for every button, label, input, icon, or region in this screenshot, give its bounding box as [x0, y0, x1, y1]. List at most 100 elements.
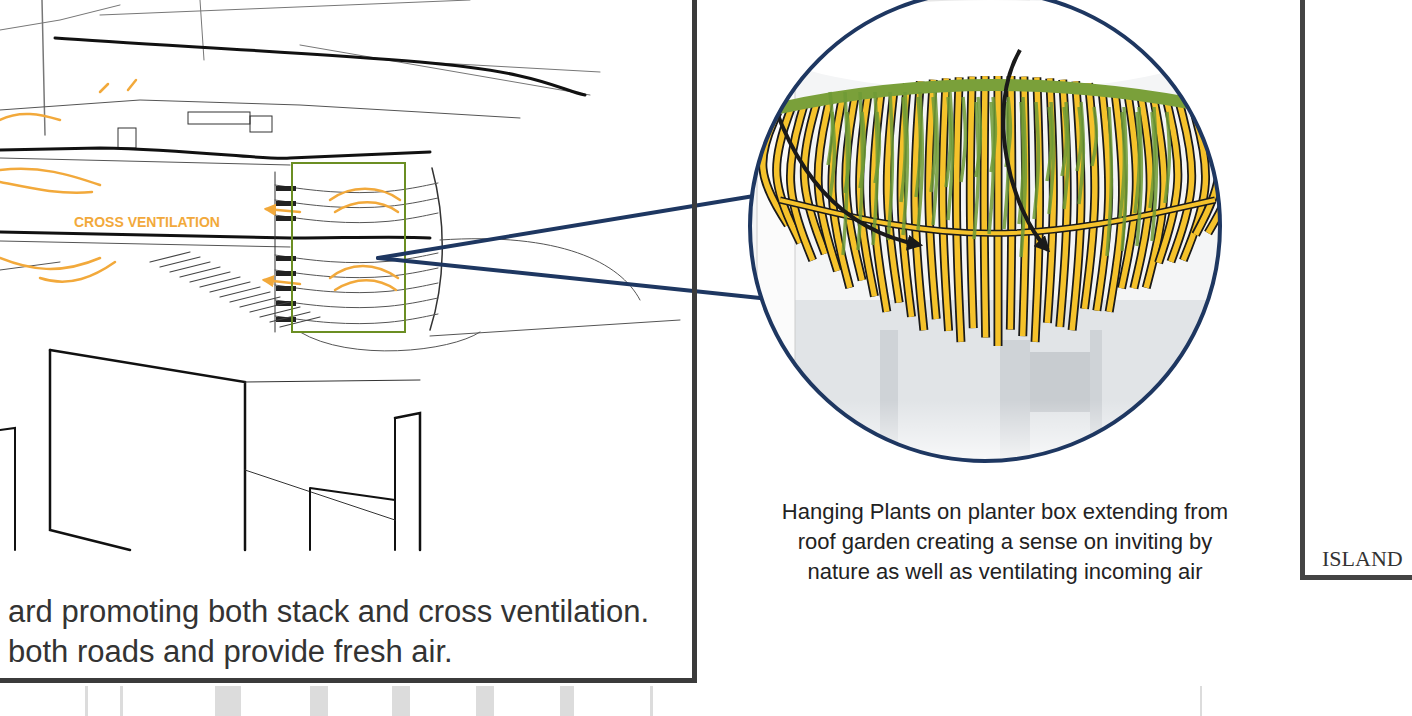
- roof-structure: [118, 128, 136, 148]
- floor-slab: [0, 241, 290, 247]
- rib: [984, 76, 985, 337]
- rib-outline: [1047, 78, 1053, 322]
- vine: [1152, 107, 1156, 241]
- base-block: [0, 428, 15, 550]
- rib: [1072, 81, 1081, 330]
- rib: [915, 81, 924, 330]
- vine: [991, 97, 995, 172]
- airflow: [264, 280, 300, 284]
- section-panel: CROSS VENTILATION ard promoting both stac…: [0, 0, 697, 683]
- vine: [888, 92, 892, 240]
- vine: [1079, 102, 1083, 204]
- section-label: CROSS VENTILATION: [72, 213, 222, 231]
- vine: [1107, 107, 1111, 256]
- airflow: [0, 114, 60, 120]
- fade: [740, 400, 1240, 480]
- canopy-line: [0, 5, 120, 30]
- vine: [1165, 112, 1169, 203]
- plaza-edge: [430, 320, 680, 336]
- rib-outline: [901, 83, 911, 317]
- rib-outline: [915, 81, 924, 330]
- balcony-line: [275, 213, 438, 223]
- airflow: [335, 280, 396, 290]
- airflow: [330, 266, 398, 278]
- vine: [860, 112, 864, 188]
- rib: [1134, 93, 1150, 288]
- stair: [150, 252, 320, 327]
- floor-slab: [0, 232, 430, 238]
- base-block: [50, 350, 245, 550]
- rib-outline: [956, 77, 960, 342]
- strip-bar: [310, 686, 328, 716]
- balcony-line: [275, 183, 438, 193]
- circle-border: [750, 0, 1220, 461]
- balcony-line: [275, 268, 438, 278]
- airflow: [100, 80, 136, 92]
- detail-render: [740, 0, 1240, 480]
- vine: [1049, 102, 1053, 214]
- stair-tread: [280, 317, 320, 327]
- vine: [961, 97, 965, 182]
- strip-bar: [392, 686, 410, 716]
- airflow: [0, 182, 92, 193]
- rib: [1183, 105, 1205, 260]
- rib: [901, 83, 911, 317]
- strip-bar: [476, 686, 494, 716]
- rib: [1097, 85, 1109, 310]
- base-block: [245, 380, 420, 382]
- rib-outline: [1183, 105, 1205, 260]
- airflow: [40, 262, 115, 282]
- vine: [830, 112, 834, 198]
- vine: [1021, 97, 1025, 257]
- rib-outline: [1097, 85, 1109, 310]
- airflow: [266, 209, 300, 212]
- strip-bar: [1200, 686, 1202, 716]
- strip-bar: [650, 686, 653, 716]
- rib-outline: [1072, 81, 1081, 330]
- circle-outline: [748, 0, 1222, 463]
- strip-bar: [85, 686, 88, 716]
- zoom-leader: [378, 258, 760, 298]
- planter-ribs: [763, 76, 1233, 346]
- vine: [1064, 102, 1068, 209]
- roof-edge: [0, 100, 520, 118]
- balcony-line: [275, 298, 438, 308]
- vine: [933, 92, 937, 225]
- canopy-line: [300, 45, 590, 95]
- vine: [903, 92, 907, 235]
- rib: [1047, 78, 1053, 322]
- mast: [200, 0, 204, 60]
- vine: [918, 92, 922, 230]
- strip-bar: [120, 686, 123, 716]
- vine: [875, 112, 879, 183]
- rib-outline: [970, 77, 973, 329]
- vine: [976, 97, 980, 177]
- rib-outline: [1084, 83, 1094, 309]
- rib-outline: [984, 76, 985, 337]
- zoom-leader: [378, 195, 760, 258]
- rib: [970, 77, 973, 329]
- roof-structure: [250, 116, 272, 132]
- detail-caption: Hanging Plants on planter box extending …: [770, 497, 1240, 587]
- airflow-arrows: [0, 80, 400, 290]
- building-section: [0, 0, 760, 550]
- facade-edge: [275, 172, 276, 332]
- base-block: [310, 488, 395, 550]
- adjacent-panel: ISLAND: [1300, 0, 1412, 580]
- detail-callout-circle: Hanging Plants on planter box extending …: [748, 0, 1222, 463]
- rib: [1084, 83, 1094, 309]
- rib: [956, 77, 960, 342]
- vine: [845, 112, 849, 193]
- airflow: [335, 202, 398, 212]
- airflow: [0, 258, 100, 269]
- canopy-line: [100, 0, 470, 15]
- vine: [1137, 107, 1141, 246]
- base-block: [395, 413, 420, 550]
- base-block: [245, 470, 395, 520]
- floor-slab: [0, 158, 290, 165]
- roof-canopy: [55, 38, 585, 95]
- description-text: ard promoting both stack and cross venti…: [8, 592, 678, 672]
- lower-image-strip: [85, 686, 1202, 716]
- vine: [948, 92, 952, 220]
